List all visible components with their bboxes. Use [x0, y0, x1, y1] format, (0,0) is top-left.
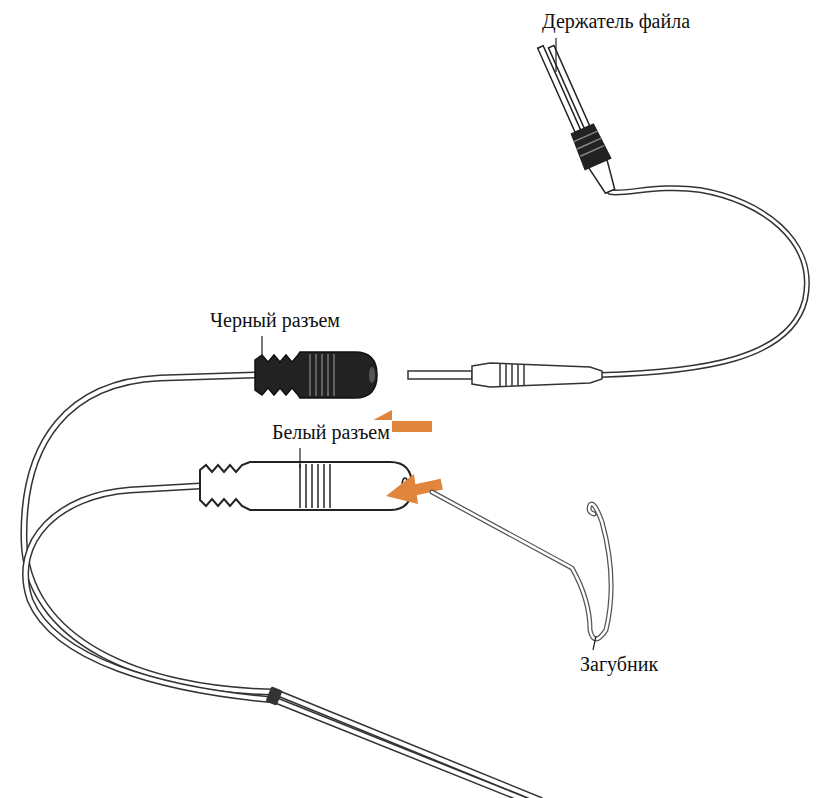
- white-connector: [200, 462, 412, 510]
- part-label: Держатель файла: [540, 9, 692, 33]
- file-holder-clip: [532, 39, 623, 197]
- lip-hook: [432, 492, 611, 639]
- part-label: Белый разъем: [270, 420, 392, 444]
- black-connector: [255, 352, 377, 398]
- part-label: Загубник: [578, 652, 660, 676]
- leader-line: [262, 38, 596, 650]
- part-label: Черный разъем: [208, 308, 342, 332]
- white-plug: [408, 363, 602, 387]
